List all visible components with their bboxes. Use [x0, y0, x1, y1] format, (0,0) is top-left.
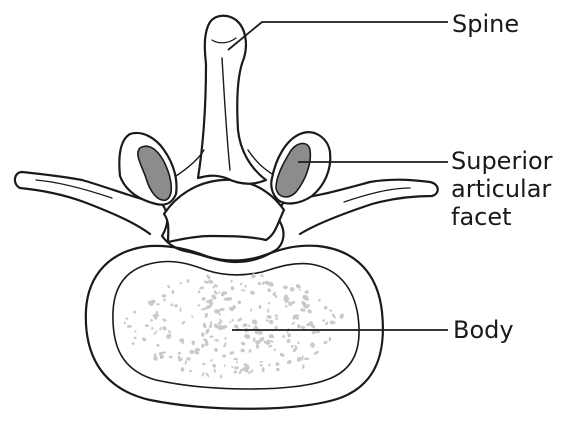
left-pedicle	[160, 198, 288, 264]
right-transverse-process	[284, 178, 439, 236]
facet-label-line-1: Superior	[451, 147, 553, 175]
facet-label-line-2: articular	[451, 175, 552, 203]
spinous-process	[196, 14, 268, 185]
superior-articular-facet-label: Superior articular facet	[451, 147, 553, 231]
right-articular-facet	[275, 142, 312, 198]
spine-label: Spine	[452, 10, 520, 38]
facet-label-line-3: facet	[451, 203, 512, 231]
body-label: Body	[453, 316, 514, 344]
body-inner-outline	[112, 260, 360, 390]
vertebral-foramen	[162, 178, 286, 244]
left-articular-facet	[137, 145, 173, 202]
spine-leader-line	[227, 21, 448, 51]
left-transverse-process	[13, 170, 164, 236]
